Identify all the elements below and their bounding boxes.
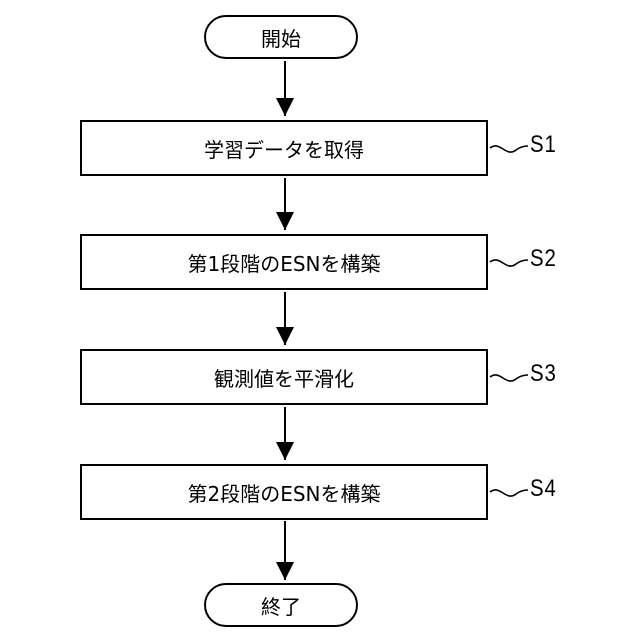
leader-s3 [490, 375, 528, 381]
step-s4-id: S4 [530, 475, 557, 503]
step-s4-box: 第2段階のESNを構築 [80, 464, 488, 520]
step-s2-id: S2 [530, 245, 557, 273]
end-label: 終了 [261, 591, 301, 620]
step-s1-id: S1 [530, 131, 557, 159]
start-label: 開始 [261, 23, 301, 52]
end-terminal: 終了 [204, 583, 358, 627]
step-s1-text: 学習データを取得 [204, 134, 364, 163]
step-s2-text: 第1段階のESNを構築 [187, 248, 380, 277]
leader-s1 [490, 146, 528, 152]
step-s2-box: 第1段階のESNを構築 [80, 234, 488, 290]
step-s4-text: 第2段階のESNを構築 [187, 478, 380, 507]
step-s3-id: S3 [530, 360, 557, 388]
start-terminal: 開始 [204, 15, 358, 59]
leader-s4 [490, 490, 528, 496]
step-s1-box: 学習データを取得 [80, 120, 488, 176]
step-s3-box: 観測値を平滑化 [80, 349, 488, 405]
step-s3-text: 観測値を平滑化 [214, 363, 354, 392]
leader-s2 [490, 260, 528, 266]
